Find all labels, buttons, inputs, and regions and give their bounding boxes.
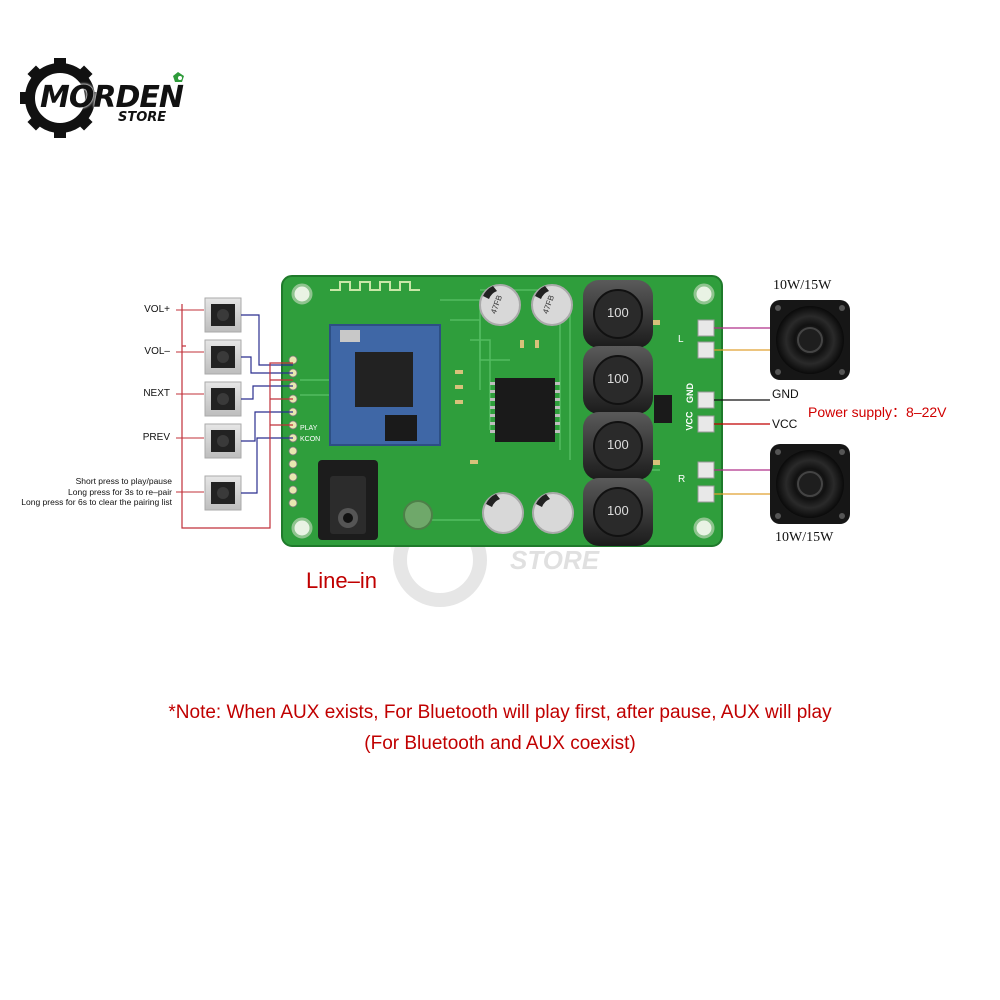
instruction-line: Short press to play/pause	[75, 476, 172, 486]
button-play	[204, 475, 242, 511]
instruction-line: Long press for 3s to re–pair	[68, 486, 172, 497]
silk-r: R	[678, 474, 686, 485]
silk-vcc: VCC	[684, 411, 695, 431]
silk-play: PLAY	[300, 425, 318, 432]
capacitor-bottom-2	[532, 492, 574, 534]
play-instructions: Short press to play/pause Long press for…	[2, 476, 172, 508]
capacitor-bottom-1	[482, 492, 524, 534]
brand-name: MORDEN	[40, 80, 184, 115]
label-vol-up: VOL+	[144, 304, 170, 315]
button-vol-up	[204, 297, 242, 333]
line-in-label: Line–in	[306, 568, 377, 593]
inductor-label-3: 100	[607, 437, 629, 452]
inductor-label-4: 100	[607, 503, 629, 518]
note-line-1: *Note: When AUX exists, For Bluetooth wi…	[168, 702, 832, 723]
tactile-buttons	[204, 297, 242, 511]
capacitor-top-1	[479, 284, 521, 326]
speaker-top-label: 10W/15W	[773, 278, 832, 293]
inductor-label-2: 100	[607, 371, 629, 386]
inductor-4	[583, 478, 653, 546]
silk-gnd: GND	[685, 383, 695, 403]
button-prev	[204, 423, 242, 459]
speaker-bottom-label: 10W/15W	[775, 530, 834, 545]
line-in-jack	[318, 460, 378, 540]
brand-logo: MORDEN STORE	[20, 58, 200, 138]
label-prev: PREV	[142, 432, 170, 443]
watermark-text: STORE	[510, 545, 600, 575]
vcc-label: VCC	[772, 417, 798, 431]
silk-kcon: KCON	[300, 436, 321, 443]
button-next	[204, 381, 242, 417]
inductor-2	[583, 346, 653, 414]
inductor-label-1: 100	[607, 305, 629, 320]
gear-icon	[20, 58, 184, 138]
note-line-2: (For Bluetooth and AUX coexist)	[364, 733, 636, 754]
label-next: NEXT	[143, 388, 170, 399]
label-vol-down: VOL–	[144, 346, 170, 357]
inductor-1	[583, 280, 653, 348]
pcb-board	[281, 275, 723, 547]
power-supply-label: Power supply：8–22V	[808, 404, 947, 420]
speaker-bottom	[770, 444, 850, 524]
inductor-3	[583, 412, 653, 480]
amp-chip	[495, 378, 555, 442]
speaker-top	[770, 300, 850, 380]
silk-l: L	[678, 334, 684, 345]
brand-sub: STORE	[118, 110, 167, 125]
capacitor-small	[403, 500, 433, 530]
capacitor-top-2	[531, 284, 573, 326]
gnd-label: GND	[772, 387, 799, 401]
button-vol-down	[204, 339, 242, 375]
instruction-line: Long press for 6s to clear the pairing l…	[21, 497, 172, 507]
